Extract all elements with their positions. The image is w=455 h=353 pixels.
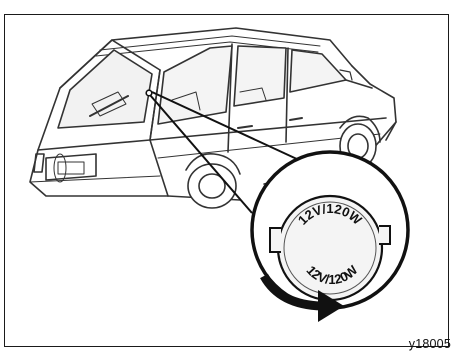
figure-code: y18005 (409, 337, 451, 351)
